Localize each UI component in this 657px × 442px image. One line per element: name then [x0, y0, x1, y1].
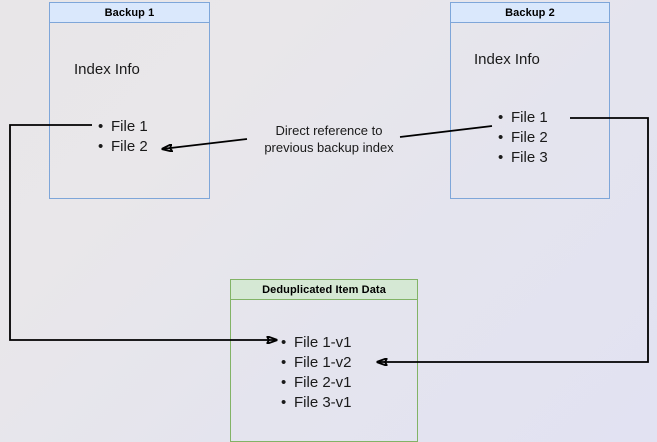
list-item: File 1: [98, 117, 148, 137]
deduplicated-item-data-header: Deduplicated Item Data: [230, 279, 418, 300]
backup-1-header: Backup 1: [49, 2, 210, 23]
backup-2-box: [450, 2, 610, 199]
backup-2-header-label: Backup 2: [505, 6, 555, 19]
backup-1-file-list: File 1 File 2: [95, 117, 148, 157]
list-item: File 1-v2: [281, 353, 351, 373]
direct-reference-label-line-2: previous backup index: [264, 140, 394, 155]
direct-reference-edge-label: Direct reference to previous backup inde…: [248, 122, 410, 156]
list-item: File 1: [498, 108, 548, 128]
list-item: File 2-v1: [281, 373, 351, 393]
backup-2-file-list: File 1 File 2 File 3: [495, 108, 548, 168]
list-item: File 3-v1: [281, 393, 351, 413]
list-item: File 2: [98, 137, 148, 157]
backup-1-box: [49, 2, 210, 199]
backup-2-header: Backup 2: [450, 2, 610, 23]
backup-1-header-label: Backup 1: [104, 6, 155, 19]
list-item: File 1-v1: [281, 333, 351, 353]
deduplicated-item-data-header-label: Deduplicated Item Data: [262, 283, 386, 296]
direct-reference-label-line-1: Direct reference to: [275, 123, 383, 138]
list-item: File 3: [498, 148, 548, 168]
backup-1-index-info-label: Index Info: [74, 61, 140, 78]
deduplicated-item-data-list: File 1-v1 File 1-v2 File 2-v1 File 3-v1: [278, 333, 351, 413]
list-item: File 2: [498, 128, 548, 148]
backup-2-index-info-label: Index Info: [474, 51, 540, 68]
